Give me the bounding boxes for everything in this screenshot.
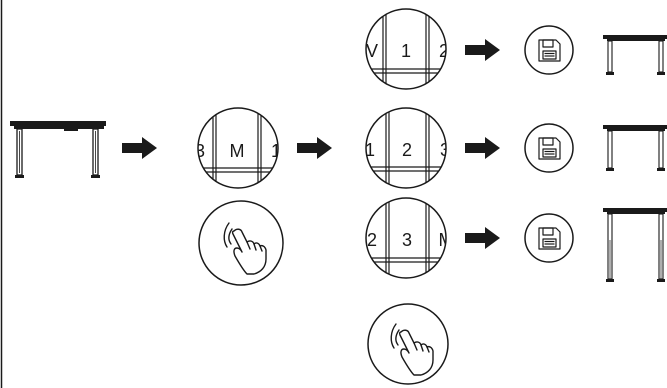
mode-dial-label-left: 3 [195,141,205,161]
mode-dial-label-right: 1 [271,141,281,161]
arrow-to-presets [297,137,332,159]
standing-desk-icon [10,121,106,178]
preset-dial: 2 3 M [365,197,454,279]
arrow-to-save [465,39,500,61]
preset-dial-label-left: 2 [367,230,377,250]
preset-dial-label-left: 1 [365,140,375,160]
floppy-save-icon [524,123,574,173]
preset-dial-label-right: 3 [440,140,450,160]
preset-dial-label-right: 2 [439,41,449,61]
preset-row-3: 2 3 M [365,197,667,282]
floppy-save-icon [524,25,574,75]
desk-preset-high [603,208,667,282]
tap-hand-icon [367,303,449,385]
preset-dial-label-left: V [366,41,378,61]
desk-preset-medium [603,125,667,171]
preset-dial-label-center: 3 [402,230,412,250]
preset-row-2: 1 2 3 [365,107,667,189]
preset-dial: V 1 2 [365,8,449,90]
tap-hand-icon [198,200,284,286]
mode-dial: 3 M 1 [195,107,281,189]
preset-dial-label-center: 2 [402,140,412,160]
arrow-to-save [465,227,500,249]
desk-preset-low [603,35,667,75]
preset-dial: 1 2 3 [365,107,450,189]
arrow-to-mode-dial [122,137,157,159]
preset-row-1: V 1 2 [365,8,667,90]
mode-dial-label-center: M [230,141,245,161]
preset-dial-label-center: 1 [401,41,411,61]
preset-dial-label-right: M [439,230,454,250]
arrow-to-save [465,137,500,159]
floppy-save-icon [524,213,574,263]
